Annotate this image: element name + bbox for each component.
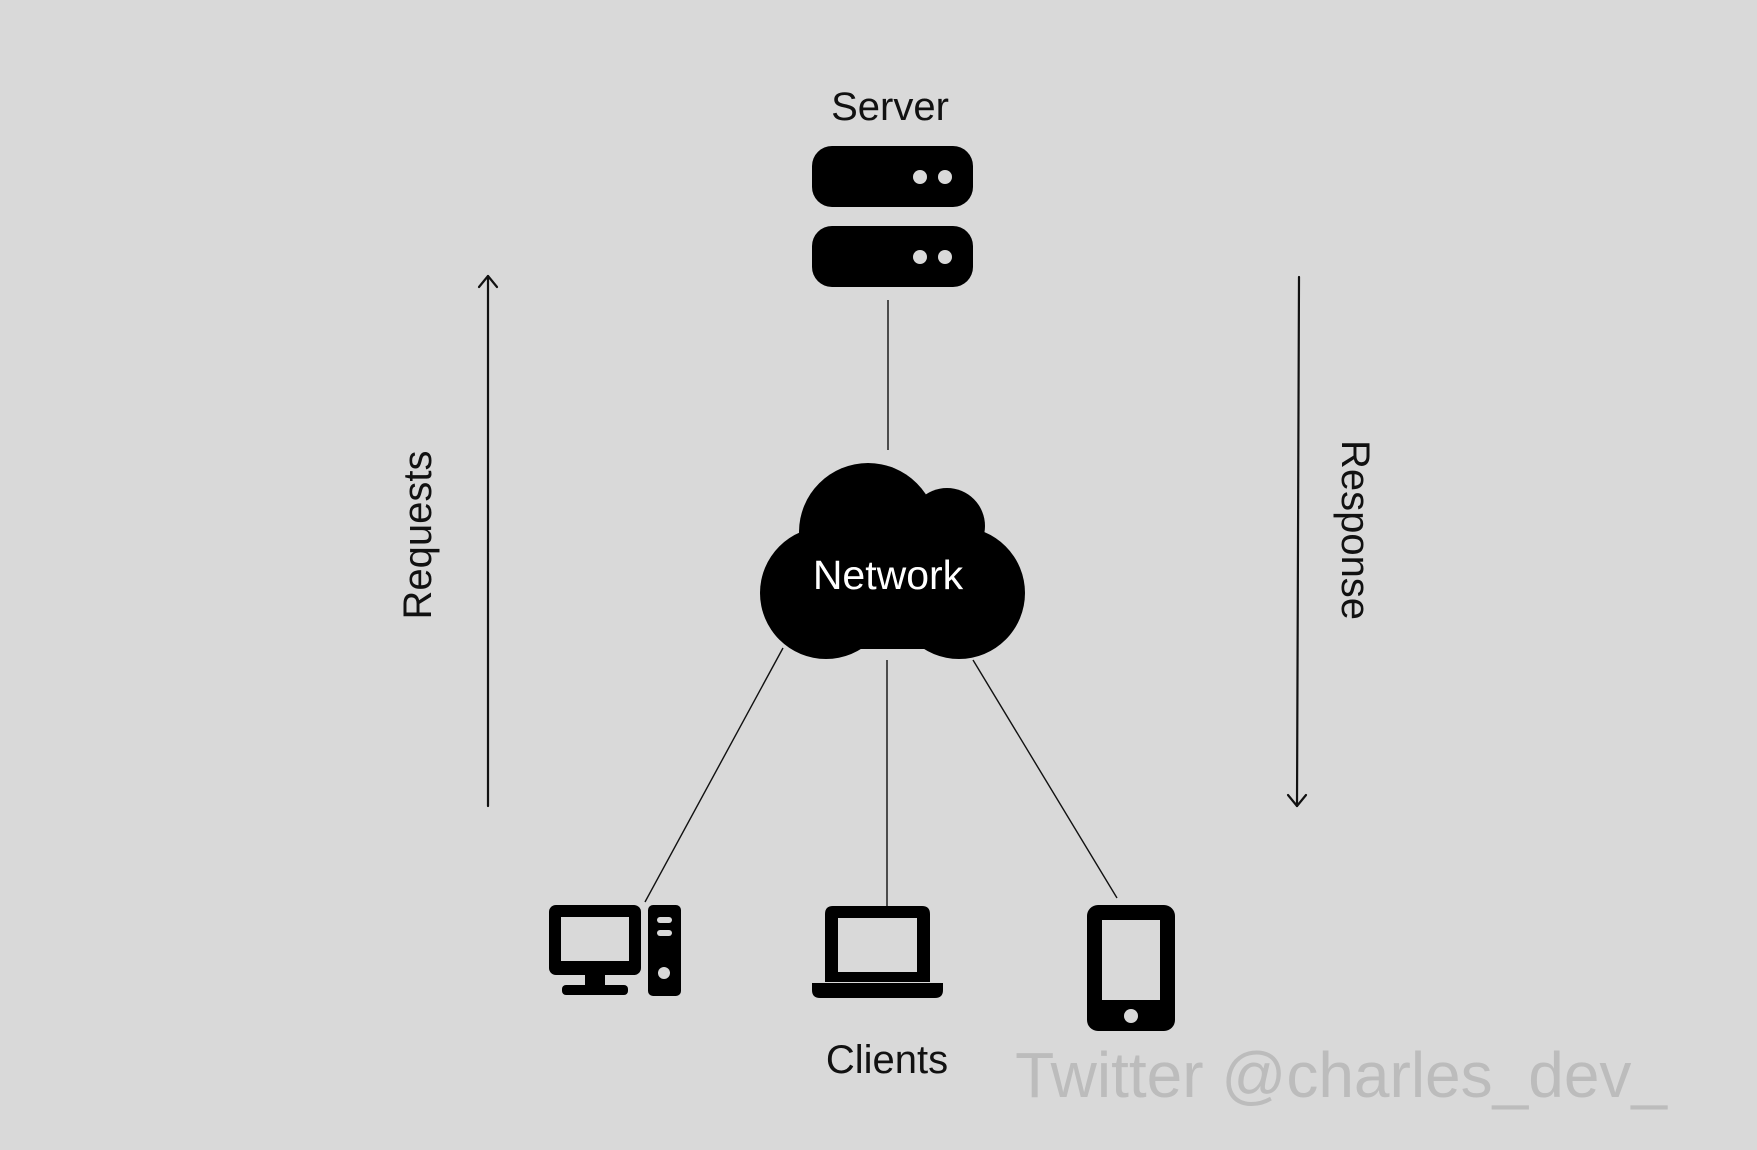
laptop-icon <box>812 906 943 998</box>
server-rack-icon <box>812 146 973 287</box>
desktop-computer-icon <box>549 905 681 996</box>
tablet-icon <box>1087 905 1175 1031</box>
watermark-text: Twitter @charles_dev_ <box>1015 1039 1668 1111</box>
network-desktop-link <box>644 647 784 903</box>
cloud-icon <box>760 463 1025 659</box>
clients-label: Clients <box>826 1038 948 1082</box>
network-tablet-link <box>972 659 1118 899</box>
response-arrow <box>1286 275 1308 808</box>
response-label: Response <box>1333 440 1377 620</box>
network-label: Network <box>813 552 964 598</box>
requests-label: Requests <box>396 451 440 620</box>
server-label: Server <box>831 85 949 129</box>
requests-arrow <box>477 274 499 808</box>
